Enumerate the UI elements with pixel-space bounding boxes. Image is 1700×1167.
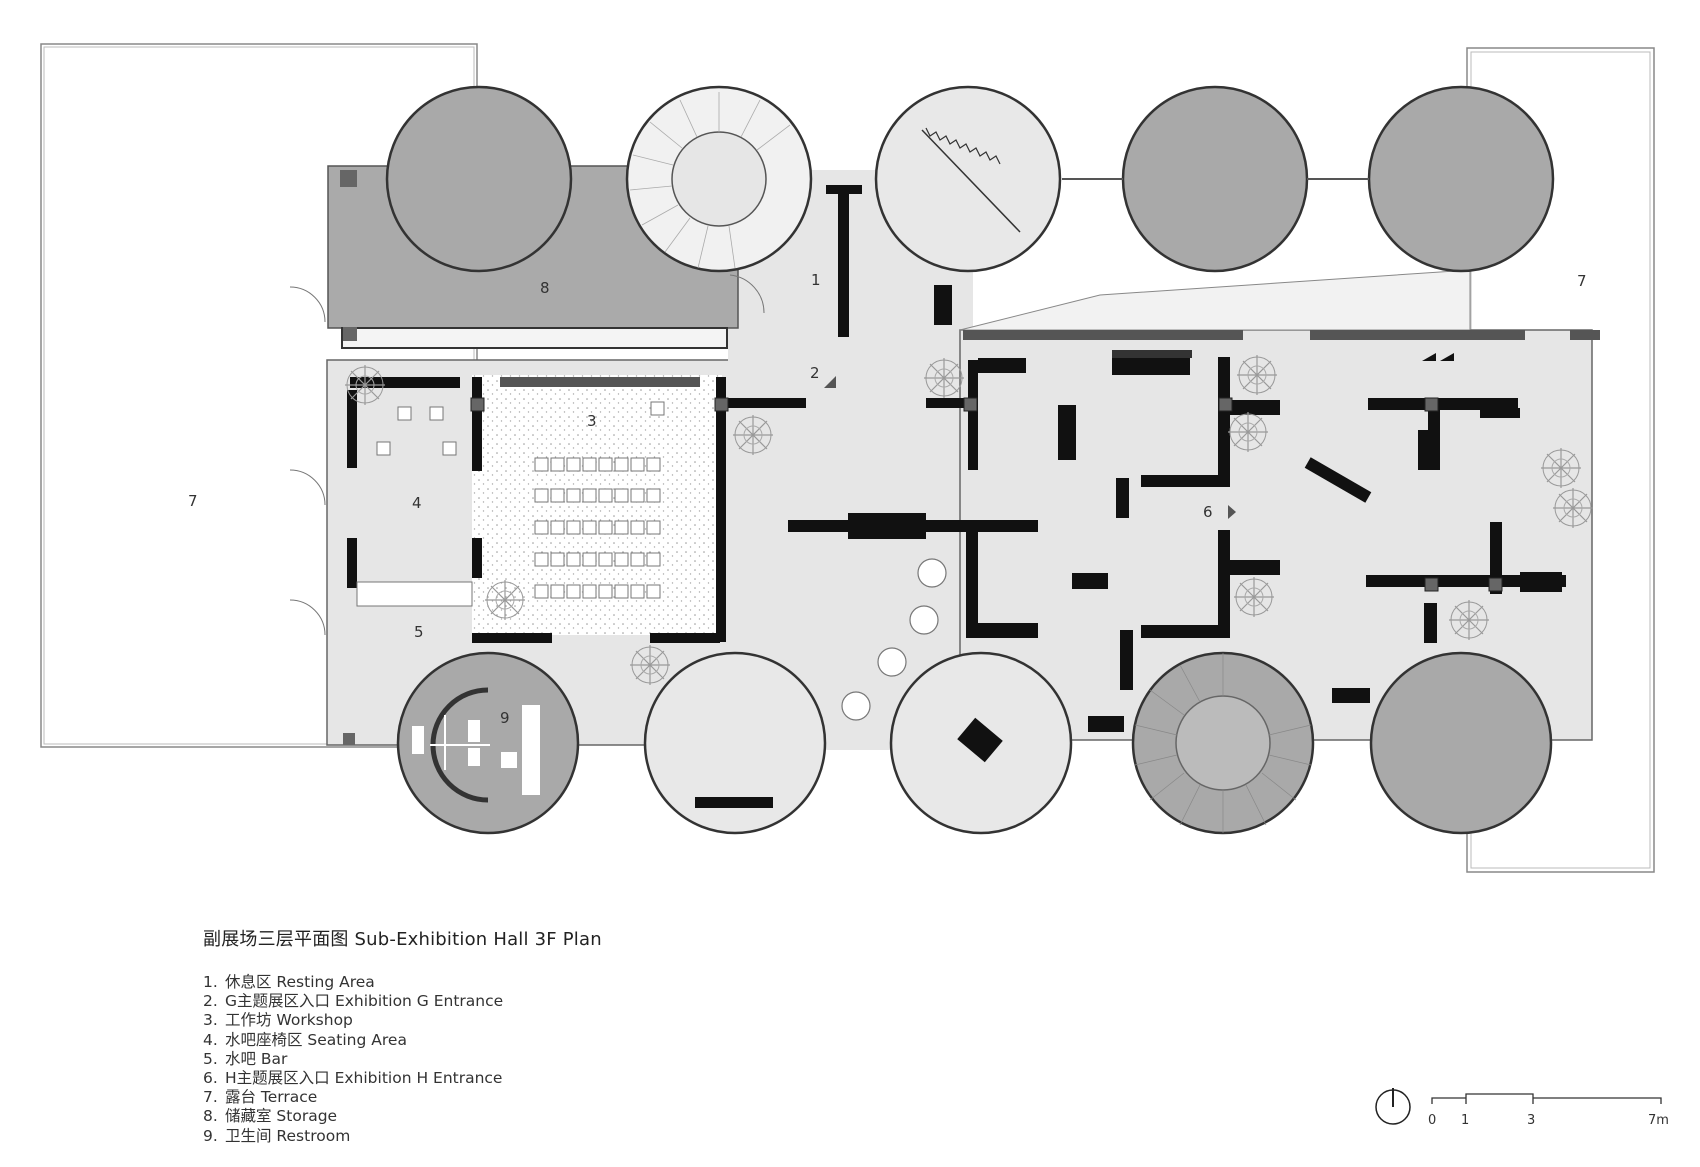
tower-bottom-2 [643,651,827,835]
tower-top-1 [385,85,573,273]
tower-bottom-5 [1369,651,1553,835]
legend-num: 8. [203,1107,218,1126]
stair-tower-top [625,85,813,273]
label-restroom: 9 [500,709,510,727]
legend-text: 水吧座椅区 Seating Area [225,1030,407,1049]
restroom-tower [396,651,580,835]
label-exhibition-g-entrance: 2 [810,364,820,382]
legend: 副展场三层平面图 Sub-Exhibition Hall 3F Plan 1. 休… [203,925,602,1146]
bar-counter [356,581,473,607]
tower-top-4 [1121,85,1309,273]
legend-num: 5. [203,1049,218,1068]
legend-num: 9. [203,1126,218,1145]
label-storage: 8 [540,279,550,297]
legend-num: 4. [203,1030,218,1049]
legend-text: H主题展区入口 Exhibition H Entrance [225,1069,503,1088]
label-workshop: 3 [587,412,597,430]
tower-bottom-3 [889,651,1073,835]
legend-list: 1. 休息区 Resting Area 2. G主题展区入口 Exhibition … [203,973,602,1146]
legend-item: 8. 储藏室 Storage [203,1107,602,1126]
legend-item: 3. 工作坊 Workshop [203,1011,602,1030]
label-bar: 5 [414,623,424,641]
entrance-marker-g [824,376,836,388]
stair-tower-bottom [1131,651,1315,835]
workshop-seating [376,401,665,599]
scale-label-3: 3 [1527,1113,1535,1128]
stair-icon [1422,353,1454,361]
legend-item: 7. 露台 Terrace [203,1088,602,1107]
label-exhibition-h-entrance: 6 [1203,503,1213,521]
legend-text: 休息区 Resting Area [225,973,375,991]
legend-text: 工作坊 Workshop [225,1011,353,1030]
legend-num: 3. [203,1011,218,1030]
floor-area [326,170,1593,750]
legend-item: 9. 卫生间 Restroom [203,1127,602,1146]
label-terrace-right: 7 [1577,272,1587,290]
north-arrow-icon [1375,1088,1411,1125]
label-resting-area: 1 [811,271,821,289]
legend-num: 1. [203,973,218,991]
legend-num: 7. [203,1088,218,1107]
legend-item: 1. 休息区 Resting Area [203,973,602,992]
display-walls [347,185,1600,732]
label-seating-area: 4 [412,494,422,512]
legend-item: 2. G主题展区入口 Exhibition G Entrance [203,992,602,1011]
legend-text: 卫生间 Restroom [225,1126,351,1145]
column-posts [470,397,1503,592]
legend-item: 5. 水吧 Bar [203,1050,602,1069]
legend-text: 储藏室 Storage [225,1107,338,1126]
scale-bar: 0 1 3 7m [1428,1093,1669,1128]
legend-text: G主题展区入口 Exhibition G Entrance [225,992,504,1011]
entrance-marker-h [1228,505,1236,519]
lounge-chairs [841,558,947,721]
legend-text: 露台 Terrace [225,1088,318,1107]
legend-item: 4. 水吧座椅区 Seating Area [203,1031,602,1050]
plan-title: 副展场三层平面图 Sub-Exhibition Hall 3F Plan [203,929,602,950]
legend-num: 2. [203,992,218,1011]
tower-top-3 [874,85,1062,273]
legend-text: 水吧 Bar [225,1049,288,1068]
label-terrace-left: 7 [188,492,198,510]
legend-item: 6. H主题展区入口 Exhibition H Entrance [203,1069,602,1088]
tower-top-5 [1367,85,1555,273]
scale-label-0: 0 [1428,1113,1436,1128]
scale-label-1: 1 [1461,1113,1469,1128]
scale-label-7m: 7m [1648,1113,1669,1128]
legend-num: 6. [203,1069,218,1088]
